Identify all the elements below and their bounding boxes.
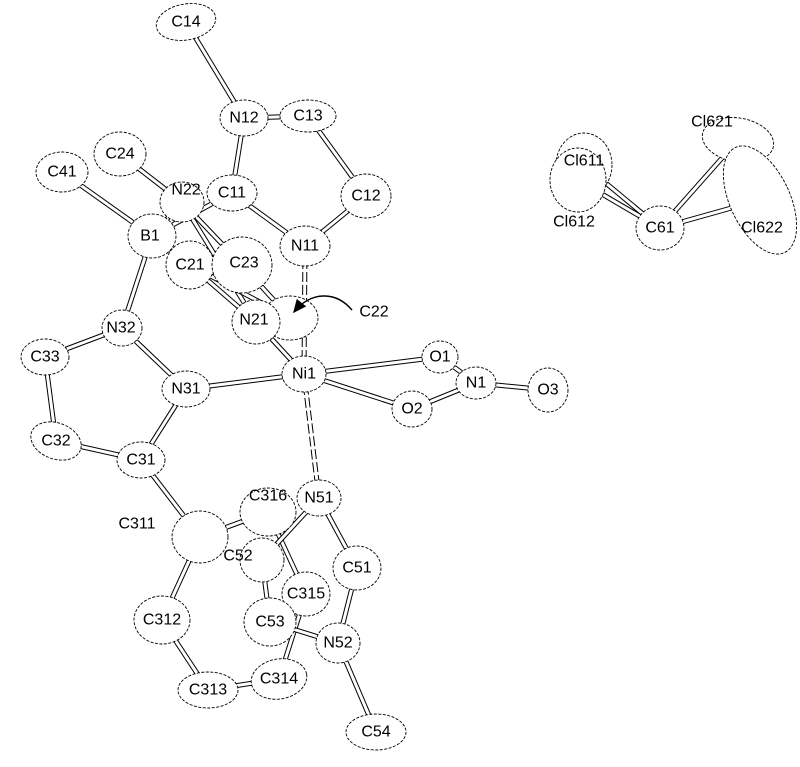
atom-label-ni1: Ni1 <box>292 366 316 383</box>
atom-label-n12: N12 <box>229 110 258 127</box>
atom-cl622-ellipse <box>722 145 798 255</box>
atom-label-cl611: Cl611 <box>564 153 605 170</box>
atom-label-n52: N52 <box>323 635 352 652</box>
atom-c41-ellipse <box>35 151 89 193</box>
atom-label-n22: N22 <box>171 182 200 199</box>
atom-c314-ellipse <box>250 658 308 700</box>
atom-label-c316: C316 <box>249 488 287 505</box>
atom-c311-ellipse <box>171 510 229 564</box>
atom-label-n51: N51 <box>304 490 333 507</box>
atom-label-c33: C33 <box>30 349 59 366</box>
atom-label-c23: C23 <box>229 255 258 272</box>
atom-c32-ellipse <box>30 421 82 461</box>
atom-n11-ellipse <box>279 225 331 267</box>
atom-label-c54: C54 <box>361 724 390 741</box>
atom-c33-ellipse <box>20 338 70 376</box>
atom-label-c41: C41 <box>47 164 76 181</box>
atom-c61-ellipse <box>635 205 685 251</box>
atom-c51-ellipse <box>332 545 382 591</box>
atom-c52-ellipse <box>239 537 285 583</box>
atom-label-c313: C313 <box>189 682 227 699</box>
atom-n52-ellipse <box>315 622 361 664</box>
atom-label-c315: C315 <box>287 586 325 603</box>
atom-c13-ellipse <box>279 99 337 133</box>
atom-c312-ellipse <box>133 595 191 645</box>
atom-n31-ellipse <box>161 370 211 408</box>
bond-Ni1-O1 <box>303 354 441 377</box>
atom-n21-ellipse <box>231 299 281 345</box>
atom-label-n31: N31 <box>171 381 200 398</box>
atom-label-cl612: Cl612 <box>553 214 595 231</box>
atom-c23-ellipse <box>211 236 273 294</box>
atom-label-cl621: Cl621 <box>691 114 733 131</box>
atom-label-c24: C24 <box>105 146 134 163</box>
atom-label-b1: B1 <box>140 228 160 245</box>
c22-callout-label: C22 <box>359 304 388 321</box>
atom-n22-ellipse <box>159 181 205 223</box>
atom-label-c314: C314 <box>260 671 298 688</box>
atom-label-c13: C13 <box>293 108 322 125</box>
atom-label-c32: C32 <box>41 433 70 450</box>
atom-label-c312: C312 <box>143 612 181 629</box>
atom-label-n11: N11 <box>291 238 319 255</box>
atom-label-n1: N1 <box>466 375 487 392</box>
atom-label-c61: C61 <box>645 220 674 237</box>
atom-label-n21: N21 <box>239 312 268 329</box>
atom-label-o3: O3 <box>537 382 558 399</box>
atom-ni1-ellipse <box>281 355 327 393</box>
atom-cl612-ellipse <box>549 147 607 213</box>
atom-label-c12: C12 <box>351 188 380 205</box>
atom-o3-ellipse <box>527 367 569 413</box>
atom-label-c11: C11 <box>218 185 246 202</box>
bond-N51-Ni1 <box>301 373 322 499</box>
atom-label-c14: C14 <box>171 14 200 31</box>
atom-n1-ellipse <box>455 366 497 400</box>
atom-c53-ellipse <box>243 597 297 647</box>
atom-n51-ellipse <box>296 479 342 517</box>
atom-label-c53: C53 <box>255 614 284 631</box>
c22-callout-arrow <box>293 295 353 314</box>
atom-label-c311: C311 <box>118 516 155 533</box>
atom-c31-ellipse <box>116 441 166 479</box>
atom-c11-ellipse <box>206 174 258 212</box>
atom-c12-ellipse <box>340 173 392 219</box>
atom-c315-ellipse <box>281 571 331 617</box>
atom-n12-ellipse <box>219 99 269 137</box>
atom-n32-ellipse <box>101 309 143 347</box>
atom-c14-ellipse <box>155 3 217 41</box>
atom-c316-ellipse <box>239 487 297 537</box>
atom-label-n32: N32 <box>106 320 135 337</box>
atom-c313-ellipse <box>177 671 239 709</box>
atom-label-c21: C21 <box>175 257 204 274</box>
atom-label-cl622: Cl622 <box>741 220 783 237</box>
atom-c24-ellipse <box>93 131 147 177</box>
atom-b1-ellipse <box>127 213 177 259</box>
atom-label-o2: O2 <box>401 401 422 418</box>
atom-label-c52: C52 <box>223 548 252 565</box>
atom-label-c31: C31 <box>126 452 155 469</box>
atom-label-o1: O1 <box>429 349 450 366</box>
atom-o1-ellipse <box>421 340 459 374</box>
atom-c54-ellipse <box>345 713 407 751</box>
atom-o2-ellipse <box>391 390 433 428</box>
atom-label-c51: C51 <box>342 560 371 577</box>
